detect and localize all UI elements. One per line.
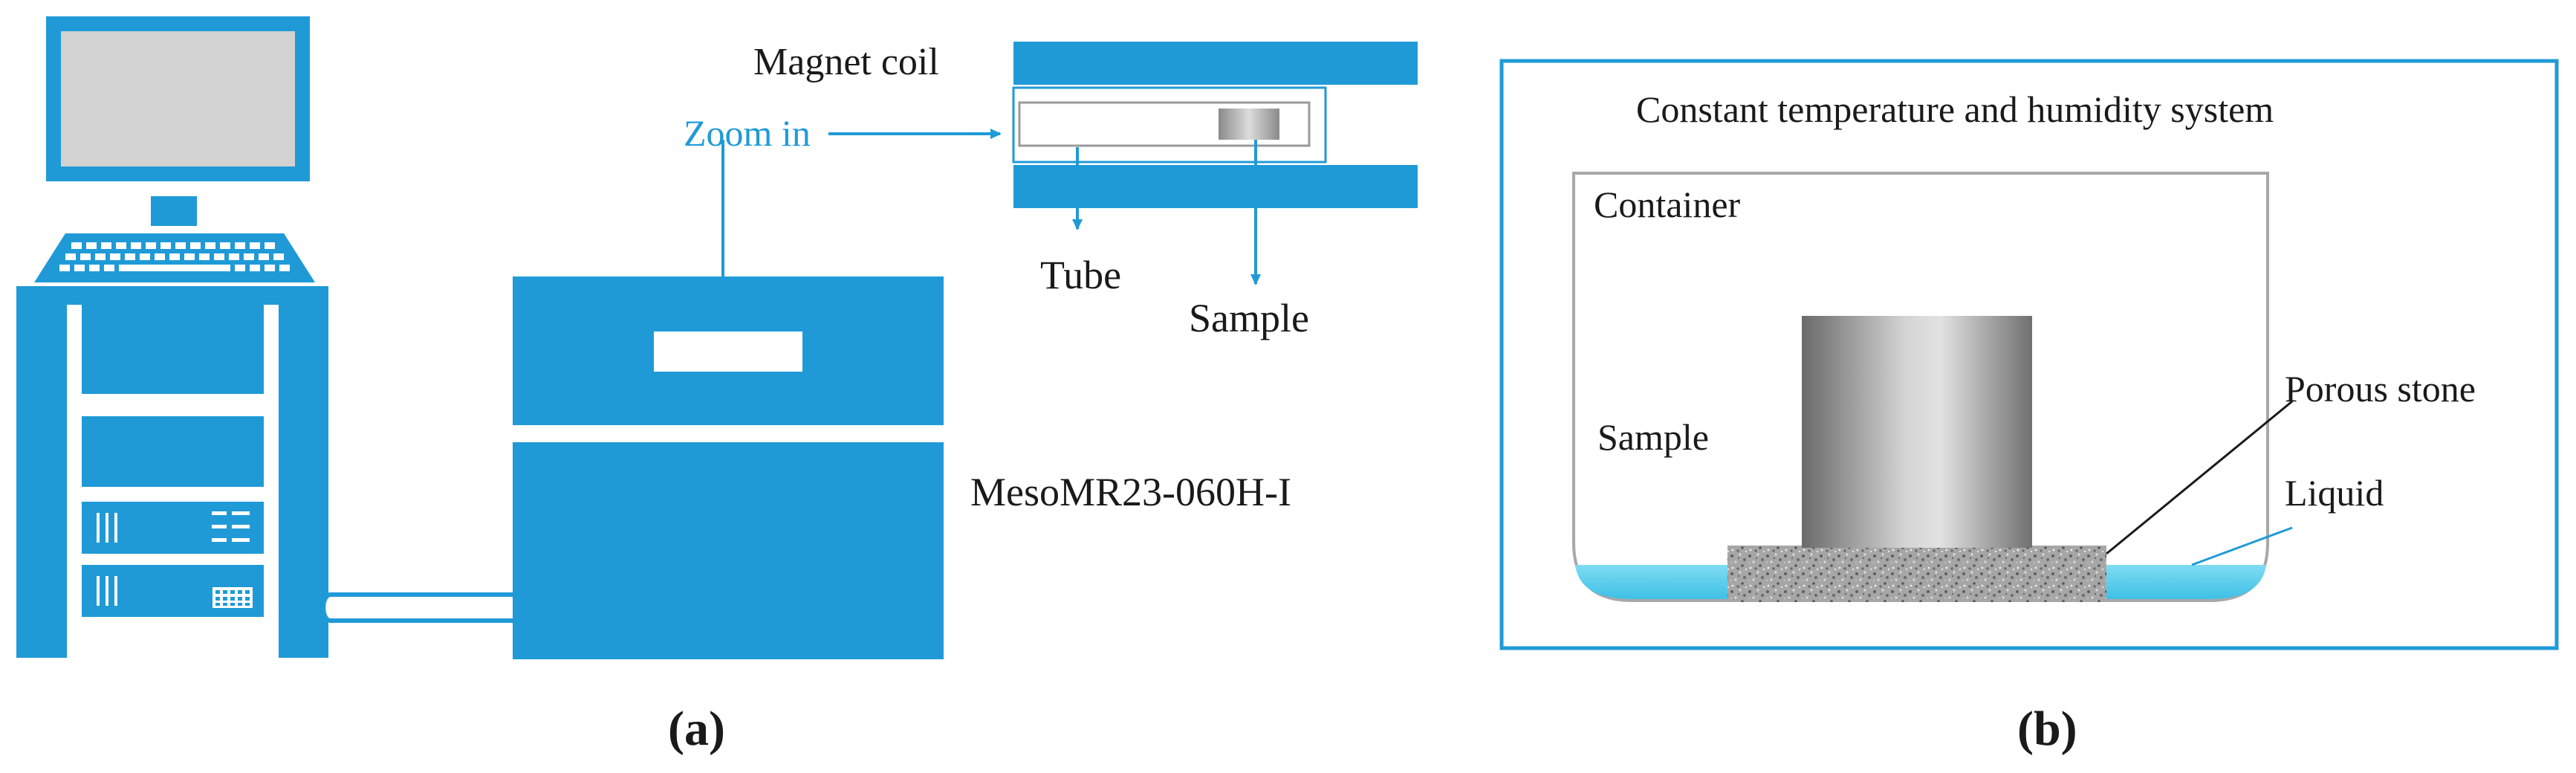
panel-a-caption: (a): [668, 702, 725, 756]
magnet-coil-icon: [1012, 42, 1418, 208]
system-title: Constant temperature and humidity system: [1636, 88, 2274, 130]
panel-a: Magnet coil Zoom in Tube Sample MesoMR23…: [16, 16, 1418, 756]
container-label: Container: [1594, 184, 1741, 225]
keyboard-keys: [59, 242, 290, 271]
sample-icon: [1219, 109, 1279, 140]
nmr-instrument-icon: [513, 276, 944, 659]
sample-label-b: Sample: [1597, 416, 1709, 458]
instrument-lower-unit: [513, 442, 944, 659]
tower-module: [82, 305, 264, 394]
computer-workstation-icon: [16, 16, 328, 658]
sample-cylinder: [1802, 316, 2032, 548]
porous-stone-leader: [2106, 400, 2293, 555]
monitor-stand: [151, 196, 197, 226]
panel-b-caption: (b): [2017, 702, 2077, 756]
magnet-coil-label: Magnet coil: [753, 41, 939, 83]
connection-cable: [321, 592, 539, 623]
monitor-screen: [61, 31, 295, 166]
liquid-label: Liquid: [2285, 472, 2384, 514]
tower-module: [82, 416, 264, 487]
sample-label-a: Sample: [1189, 296, 1309, 340]
porous-stone-label: Porous stone: [2285, 368, 2476, 410]
tower-port-grid: [215, 590, 250, 606]
panel-b: Constant temperature and humidity system…: [1499, 59, 2559, 756]
computer-tower: [16, 286, 328, 658]
instrument-sample-slot: [654, 331, 802, 372]
instrument-model-label: MesoMR23-060H-I: [970, 470, 1291, 514]
porous-stone: [1727, 546, 2106, 602]
zoom-in-label: Zoom in: [684, 112, 811, 154]
liquid-leader: [2191, 526, 2293, 566]
tube-label: Tube: [1040, 253, 1121, 297]
magnet-coil-bottom: [1013, 165, 1418, 208]
magnet-coil-top: [1013, 42, 1418, 85]
